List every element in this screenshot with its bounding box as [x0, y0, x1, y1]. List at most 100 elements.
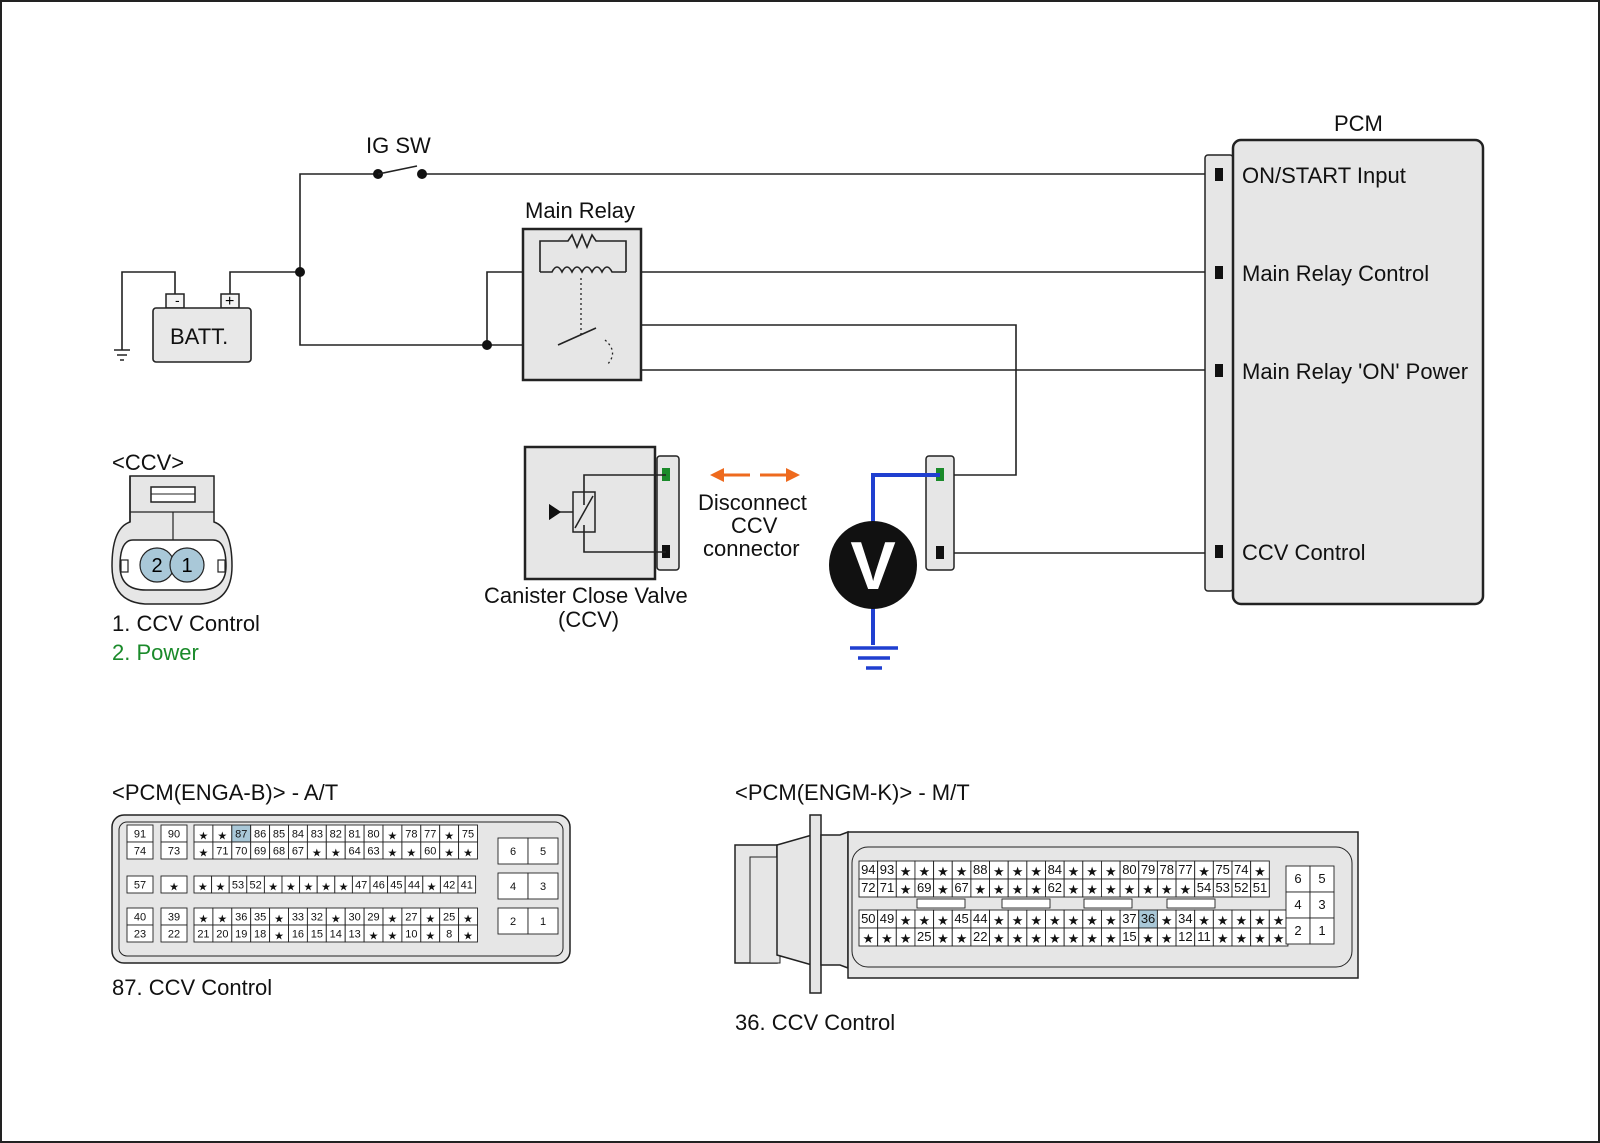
- pcm-a-pin-cell: [497, 907, 529, 935]
- pcm-a-pin-label: 63: [367, 846, 379, 858]
- pcm-a-pin-label: ★: [199, 831, 209, 843]
- ccv-pin-2: 2: [151, 555, 162, 577]
- pcm-a-pin-label: ★: [369, 931, 379, 943]
- pcm-k-pin-label: ★: [918, 913, 930, 928]
- pcm-a-pin-label: 57: [134, 880, 146, 892]
- pcm-k-pin-label: 53: [1215, 880, 1229, 895]
- pcm-k-pin-label: ★: [1235, 913, 1247, 928]
- ccv-connector: 2 1: [111, 475, 233, 605]
- pcm-k-pin-label: 22: [973, 929, 987, 944]
- pcm-a-pin-label: 41: [461, 880, 473, 892]
- pcm-k-pin-label: 94: [861, 862, 875, 877]
- ccv-connector-title: <CCV>: [112, 450, 184, 475]
- pcm-k-pin-label: ★: [900, 882, 912, 897]
- pcm-a-pin-label: 25: [443, 912, 455, 924]
- pcm-k-pin-label: ★: [1235, 931, 1247, 946]
- ccv-pin-1: 1: [181, 555, 192, 577]
- pcm-a-pin-label: ★: [199, 914, 209, 926]
- pcm-a-title: <PCM(ENGA-B)> - A/T: [112, 780, 338, 805]
- pcm-a-pin-label: ★: [388, 931, 398, 943]
- pcm-k-pin-label: ★: [1012, 864, 1024, 879]
- ccv-legend-1: 1. CCV Control: [112, 611, 260, 636]
- pcm-k-pin-label: ★: [1049, 913, 1061, 928]
- pcm-a-pin-label: 70: [235, 846, 247, 858]
- battery-minus: -: [175, 292, 180, 308]
- pcm-a-pin-label: ★: [388, 848, 398, 860]
- pcm-k-pin-label: ★: [862, 931, 874, 946]
- pcm-k-legend: 36. CCV Control: [735, 1010, 895, 1035]
- pcm-k-pin-label: ★: [1012, 931, 1024, 946]
- pcm-k-pin-label: ★: [1105, 882, 1117, 897]
- pcm-a-pin-label: 53: [232, 880, 244, 892]
- pcm-a-pin-label: 23: [134, 929, 146, 941]
- pcm-k-pin-label: ★: [1161, 882, 1173, 897]
- pcm-k-pin-label: ★: [1012, 913, 1024, 928]
- pcm-a-pin-label: 8: [446, 929, 452, 941]
- pcm-a-pin-label: ★: [169, 882, 179, 894]
- pcm-a-pin-cell: [458, 924, 478, 943]
- harness-connector: [925, 455, 955, 571]
- pcm-k-pin-label: ★: [1142, 931, 1154, 946]
- disconnect-label-3: connector: [703, 536, 800, 561]
- pcm-a-pin-label: 80: [367, 829, 379, 841]
- pcm-main-relay-on-power: Main Relay 'ON' Power: [1242, 359, 1468, 384]
- pcm-a-pin-label: 73: [168, 846, 180, 858]
- pcm-a-pin-label: 87: [235, 829, 247, 841]
- pcm-ccv-control: CCV Control: [1242, 540, 1365, 565]
- pcm-main-relay-control: Main Relay Control: [1242, 261, 1429, 286]
- pcm-a-pin-label: 5: [540, 846, 546, 858]
- pcm-k-pin-cell: [1285, 865, 1311, 893]
- pcm-k-pin-label: 1: [1318, 923, 1325, 938]
- pcm-k-title: <PCM(ENGM-K)> - M/T: [735, 780, 970, 805]
- pcm-k-pin-label: 54: [1197, 880, 1211, 895]
- pcm-k-pin-label: 11: [1197, 929, 1211, 944]
- pcm-k-pin-label: ★: [993, 864, 1005, 879]
- pcm-a-pin-label: 15: [311, 929, 323, 941]
- ground-icon: [114, 349, 130, 361]
- pcm-a-pin-label: ★: [198, 882, 208, 894]
- pcm-a-pin-label: 14: [330, 929, 342, 941]
- valve-label-line2: (CCV): [558, 607, 619, 632]
- pcm-a-pin-label: 44: [408, 880, 420, 892]
- pcm-a-pin-label: 36: [235, 912, 247, 924]
- pcm-k-pin-label: ★: [1105, 864, 1117, 879]
- pcm-k-pin-label: ★: [1030, 882, 1042, 897]
- pcm-a-pin-label: 45: [390, 880, 402, 892]
- pcm-a-pin-label: ★: [331, 848, 341, 860]
- pcm-a-pin-label: ★: [274, 914, 284, 926]
- pcm-k-pin-label: ★: [900, 931, 912, 946]
- probe-ground-icon: [850, 646, 898, 670]
- pcm-k-pin-label: ★: [1068, 931, 1080, 946]
- pcm-k-pin-label: 4: [1294, 897, 1301, 912]
- disconnect-label-1: Disconnect: [698, 490, 807, 515]
- pcm-a-pin-label: 74: [134, 846, 146, 858]
- pcm-a-pin-label: ★: [463, 848, 473, 860]
- ig-sw-label: IG SW: [366, 133, 431, 158]
- pcm-a-pin-cell: [126, 875, 154, 894]
- pcm-a-pin-label: ★: [463, 914, 473, 926]
- pcm-a-pin-label: 77: [424, 829, 436, 841]
- pcm-k-pin-label: ★: [1030, 864, 1042, 879]
- pcm-a-pin-label: 33: [292, 912, 304, 924]
- pcm-label: PCM: [1334, 111, 1383, 136]
- pcm-k-pin-label: 34: [1178, 911, 1192, 926]
- pcm-k-pin-label: ★: [1049, 931, 1061, 946]
- pcm-k-pin-label: 80: [1122, 862, 1136, 877]
- pcm-k-pin-cell: [1309, 865, 1335, 893]
- pcm-on-start-input: ON/START Input: [1242, 163, 1406, 188]
- pcm-k-pin-label: 36: [1141, 911, 1155, 926]
- pcm-k-pin-label: 79: [1141, 862, 1155, 877]
- pcm-a-pin-label: ★: [286, 882, 296, 894]
- pcm-k-pin-label: ★: [1086, 931, 1098, 946]
- pcm-k-key-slot: [1083, 898, 1133, 909]
- pcm-k-pin-label: ★: [1068, 913, 1080, 928]
- valve-label-line1: Canister Close Valve: [484, 583, 688, 608]
- pcm-k-pin-label: ★: [1254, 913, 1266, 928]
- pcm-k-pin-label: 93: [880, 862, 894, 877]
- pcm-a-pin-label: 75: [462, 829, 474, 841]
- pcm-k-pin-label: ★: [1198, 913, 1210, 928]
- pcm-a-pin-label: 46: [373, 880, 385, 892]
- pcm-a-pin-cell: [126, 841, 154, 860]
- battery-plus: +: [225, 293, 234, 310]
- pcm-a-pin-label: 19: [235, 929, 247, 941]
